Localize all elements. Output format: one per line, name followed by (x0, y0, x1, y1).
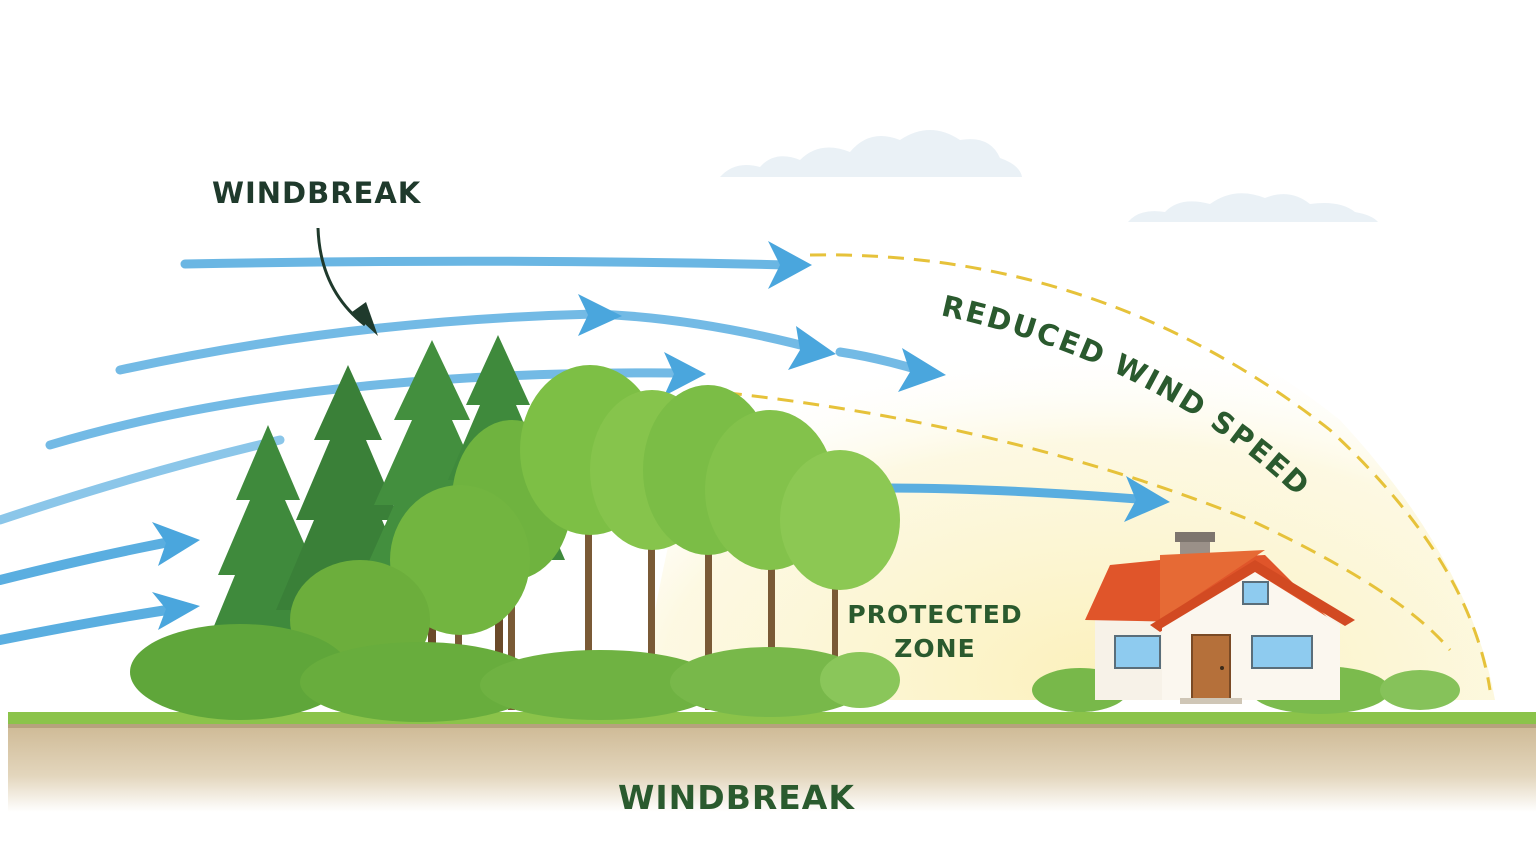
cloud-icon (1128, 193, 1378, 222)
protected-zone-line1: PROTECTED (847, 600, 1023, 629)
wind-arrow-1 (180, 256, 795, 270)
wind-arrows (0, 256, 1155, 645)
cloud-icon (720, 130, 1022, 177)
windbreak-bottom-label: WINDBREAK (618, 778, 855, 817)
bushes (130, 624, 1460, 722)
wind-arrow-8 (880, 483, 1155, 505)
wind-arrow-6 (0, 603, 185, 645)
deciduous-tree-icon (390, 485, 530, 710)
wind-arrowheads (152, 241, 1170, 630)
reduced-wind-boundary (699, 253, 1492, 691)
windbreak-top-label: WINDBREAK (212, 176, 422, 210)
inner-boundary-line (699, 388, 1452, 651)
protected-zone-label: PROTECTED ZONE (800, 598, 1070, 666)
wind-arrow-5 (0, 535, 185, 585)
deciduous-tree-icon (780, 450, 900, 690)
pointer-arrow (316, 227, 378, 336)
soil-layer (8, 712, 1536, 812)
protected-zone-line2: ZONE (894, 634, 976, 663)
outer-boundary-line (809, 253, 1492, 691)
house-icon (1085, 532, 1355, 704)
wind-arrow-2 (115, 309, 825, 375)
wind-arrow-4 (0, 435, 285, 525)
